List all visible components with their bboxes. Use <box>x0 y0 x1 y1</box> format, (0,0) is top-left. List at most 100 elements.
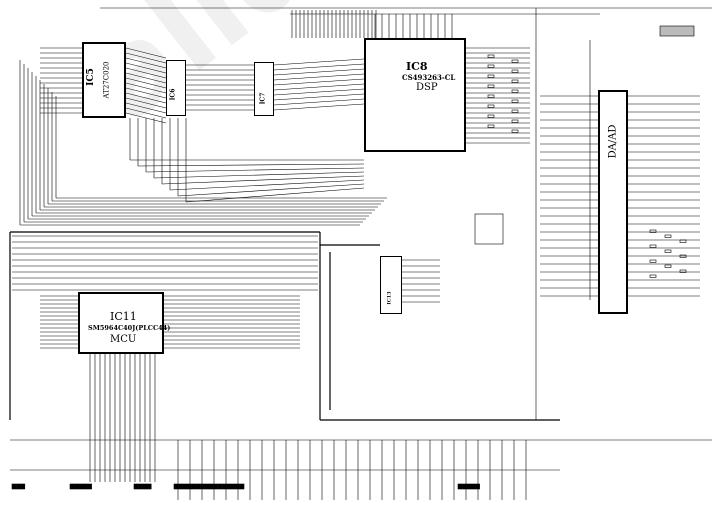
ic7-ic8-wire <box>273 83 365 91</box>
resistor <box>487 84 495 88</box>
loop-to-dsp <box>177 183 365 197</box>
resistor <box>679 269 687 273</box>
ic6-chip: IC6 <box>166 60 186 116</box>
connector-pin <box>74 483 79 490</box>
resistor <box>511 59 519 63</box>
ic7-ic8-wire <box>273 88 365 96</box>
ic5-eprom-chip: IC5 AT27C020 <box>82 42 126 118</box>
connector-pin <box>230 483 236 490</box>
connector-pin <box>239 483 245 490</box>
ic7-label: IC7 <box>259 92 267 105</box>
connector-pin <box>146 483 152 490</box>
wire-layer <box>10 7 712 500</box>
ic5-right-pin-wire <box>125 102 167 114</box>
resistor <box>487 54 495 58</box>
ic5-right-pin-wire <box>125 62 167 74</box>
resistor <box>511 99 519 103</box>
ic5-right-pin-wire <box>125 47 167 59</box>
connector-pin <box>16 483 21 490</box>
ic11-part-number: SM5964C40J(PLCC44) <box>88 324 171 332</box>
resistor <box>664 264 672 268</box>
connector-pin <box>466 483 472 490</box>
ic5-right-pin-wire <box>125 97 167 109</box>
ic5-right-pin-wire <box>125 77 167 89</box>
resistor <box>649 259 657 263</box>
loop-to-dsp <box>185 187 365 203</box>
resistor <box>511 129 519 133</box>
ic5-right-pin-wire <box>125 52 167 64</box>
resistor <box>487 124 495 128</box>
connector-pin <box>200 483 205 490</box>
resistor <box>679 254 687 258</box>
resistor <box>511 89 519 93</box>
resistor <box>649 244 657 248</box>
ic5-part-number: AT27C020 <box>102 61 111 99</box>
connector-pin <box>78 483 84 490</box>
connector-pin <box>20 483 26 490</box>
ic5-right-pin-wire <box>125 57 167 69</box>
connector-pin <box>138 483 143 490</box>
ic5-right-pin-wire <box>125 82 167 94</box>
resistor <box>649 229 657 233</box>
connector-pin <box>213 483 218 490</box>
connector-pin <box>462 483 467 490</box>
ic5-right-pin-wire <box>125 107 167 119</box>
resistor <box>649 274 657 278</box>
ic7-ic8-wire <box>273 68 365 76</box>
ic8-role: DSP <box>416 82 438 93</box>
connector-pin <box>195 483 201 490</box>
ic7-ic8-wire <box>273 78 365 86</box>
ic6-label: IC6 <box>169 88 177 101</box>
resistor <box>487 114 495 118</box>
bus-layer <box>9 231 560 421</box>
ic8-dsp-chip: IC8 CS493263-CL DSP <box>364 38 466 152</box>
ic5-right-pin-wire <box>125 67 167 79</box>
loop-to-dsp <box>169 179 365 191</box>
resistor <box>511 109 519 113</box>
ic8-label: IC8 <box>406 60 428 73</box>
ic7-ic8-wire <box>273 93 365 101</box>
connector-pin <box>186 483 192 490</box>
connector-pin <box>142 483 148 490</box>
ic8-part-number: CS493263-CL <box>402 73 456 82</box>
resistor <box>664 249 672 253</box>
resistor <box>679 239 687 243</box>
ic11-role: MCU <box>110 334 137 345</box>
ic7-chip: IC7 <box>254 62 274 116</box>
connector-pin <box>173 483 179 490</box>
small-ic-box <box>474 213 504 245</box>
connector-pin <box>133 483 139 490</box>
ic7-ic8-wire <box>273 63 365 71</box>
loop-to-dsp <box>153 171 365 179</box>
connector-pin <box>178 483 183 490</box>
ic7-ic8-wire <box>273 58 365 66</box>
ic5-label: IC5 <box>85 68 96 86</box>
resistor <box>511 79 519 83</box>
ic5-right-pin-wire <box>125 72 167 84</box>
ic5-right-pin-wire <box>125 92 167 104</box>
ic11-label: IC11 <box>110 310 137 323</box>
connector-pin <box>82 483 88 490</box>
connector-pin <box>217 483 223 490</box>
connector-pin <box>235 483 240 490</box>
resistor <box>487 104 495 108</box>
resistor <box>487 74 495 78</box>
connector-pin <box>11 483 17 490</box>
loop-to-dsp <box>145 167 365 173</box>
ic13-label: IC13 <box>386 291 393 305</box>
ic13-chip: IC13 <box>380 256 402 314</box>
ic7-ic8-wire <box>273 98 365 106</box>
connector-pin <box>208 483 214 490</box>
loop-to-dsp <box>137 163 365 167</box>
connector-pin <box>69 483 75 490</box>
ic7-ic8-wire <box>273 73 365 81</box>
da-ad-converter-chip: DA/AD <box>598 90 628 314</box>
passive-parts-layer <box>474 25 695 278</box>
ic7-ic8-wire <box>273 103 365 111</box>
crystal-part <box>659 25 695 37</box>
connector-pin <box>182 483 188 490</box>
resistor <box>487 64 495 68</box>
connector-pin <box>457 483 463 490</box>
resistor <box>511 119 519 123</box>
